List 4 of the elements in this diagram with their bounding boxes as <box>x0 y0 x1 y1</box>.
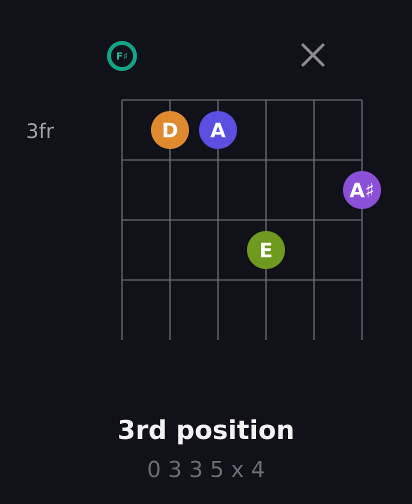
fingering-text: 0 3 3 5 x 4 <box>148 460 264 478</box>
fret-number: 3fr <box>28 122 54 138</box>
note-ring: F♯ <box>107 41 137 71</box>
title: 3rd position <box>119 419 293 444</box>
